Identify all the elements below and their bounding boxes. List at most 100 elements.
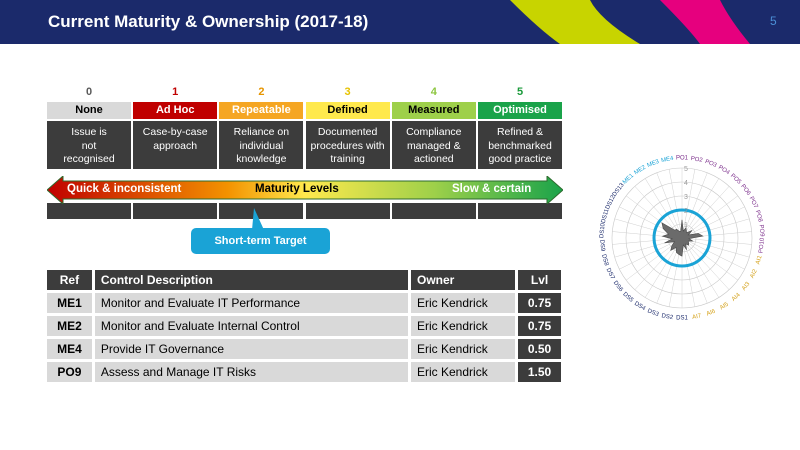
row-description: Monitor and Evaluate IT Performance — [91, 293, 408, 313]
slide-header: Current Maturity & Ownership (2017-18) 5 — [0, 0, 800, 44]
level-number: 1 — [172, 86, 179, 98]
level-lower-band — [133, 203, 218, 219]
radar-axis-label: PO7 — [748, 196, 759, 210]
level-description-line: Case-by-case — [142, 126, 208, 138]
radar-axis-label: PO5 — [729, 173, 742, 186]
level-description-line: actioned — [413, 153, 454, 165]
radar-spoke — [656, 172, 683, 239]
magenta-swoosh — [660, 0, 750, 44]
level-name: None — [47, 102, 131, 119]
radar-axis-label: DS9 — [598, 239, 605, 252]
maturity-arrow: Quick & inconsistent Maturity Levels Slo… — [46, 174, 564, 206]
header-owner: Owner — [408, 270, 516, 290]
row-ref: ME4 — [47, 339, 92, 359]
row-ref: ME1 — [47, 293, 92, 313]
radar-axis-label: AI7 — [692, 313, 703, 321]
radar-axis-label: AI6 — [706, 308, 717, 317]
radar-axis-label: AI2 — [749, 268, 759, 279]
arrow-left-label: Quick & inconsistent — [67, 183, 182, 195]
radar-axis-label: AI4 — [731, 292, 742, 303]
level-number: 5 — [516, 86, 524, 98]
level-description-line: individual — [239, 139, 284, 152]
header-decoration — [510, 0, 750, 44]
radar-axis-label: DS6 — [612, 280, 624, 293]
radar-axis-label: PO9 — [758, 224, 765, 237]
radar-axis-label: DS8 — [600, 254, 609, 268]
row-owner: Eric Kendrick — [408, 316, 516, 336]
radar-axis-label: DS10 — [599, 222, 606, 238]
row-owner: Eric Kendrick — [408, 293, 516, 313]
radar-spoke — [644, 178, 683, 239]
radar-axis-label: ME2 — [633, 164, 647, 176]
radar-axis-label: DS7 — [605, 267, 616, 281]
row-owner: Eric Kendrick — [408, 362, 516, 382]
level-number: 4 — [430, 86, 437, 98]
level-description-line: training — [330, 153, 365, 165]
radar-axis-label: AI1 — [755, 254, 763, 265]
radar-tick-label: 3 — [684, 194, 688, 201]
radar-spoke — [681, 237, 696, 307]
radar-axis-label: ME3 — [646, 159, 660, 169]
header-description: Control Description — [91, 270, 408, 290]
page-number: 5 — [770, 14, 777, 28]
radar-axis-label: PO4 — [717, 165, 731, 177]
level-lower-band — [47, 203, 131, 219]
level-lower-band — [391, 203, 476, 219]
radar-axis-label: DS1 — [676, 316, 688, 322]
radar-tick-label: 1 — [684, 222, 688, 229]
radar-tick-label: 5 — [684, 166, 688, 173]
level-description-line: Refined & — [496, 126, 544, 138]
level-description-line: benchmarked — [488, 139, 552, 152]
level-description-line: Reliance on — [233, 126, 290, 138]
header-level: Lvl — [515, 270, 561, 290]
level-lower-band — [219, 203, 304, 219]
radar-axis-label: PO1 — [676, 156, 689, 162]
header-ref: Ref — [47, 270, 92, 290]
level-description-line: approach — [153, 139, 198, 152]
level-description-line: procedures with — [310, 139, 385, 152]
radar-spoke — [681, 178, 720, 239]
row-ref: PO9 — [47, 362, 92, 382]
radar-spoke — [668, 169, 683, 239]
level-description-line: good practice — [488, 153, 552, 165]
radar-tick-label: 2 — [684, 208, 688, 215]
radar-axis-label: ME1 — [622, 173, 636, 186]
radar-spoke — [619, 237, 683, 270]
radar-spoke — [681, 169, 696, 239]
row-description: Monitor and Evaluate Internal Control — [91, 316, 408, 336]
level-description-line: Compliance — [406, 126, 462, 138]
level-number: 0 — [85, 86, 93, 98]
row-level: 1.50 — [515, 362, 561, 382]
radar-spoke — [681, 237, 739, 281]
level-name: Defined — [305, 102, 390, 119]
level-name: Repeatable — [219, 102, 304, 119]
level-lower-band — [305, 203, 390, 219]
level-name: Measured — [391, 102, 476, 119]
radar-axis-label: PO2 — [690, 156, 704, 164]
row-level: 0.50 — [515, 339, 561, 359]
short-term-target-callout: Short-term Target — [191, 228, 330, 254]
row-description: Provide IT Governance — [91, 339, 408, 359]
radar-target-ring — [652, 208, 712, 268]
radar-axis-label: DS3 — [646, 308, 660, 318]
radar-axis-label: AI5 — [719, 301, 730, 311]
radar-spoke — [681, 237, 720, 298]
radar-spoke — [634, 186, 683, 239]
radar-axis-label: DS2 — [661, 313, 674, 321]
radar-spoke — [681, 237, 730, 290]
row-level: 0.75 — [515, 316, 561, 336]
radar-axis-label: PO3 — [704, 159, 718, 169]
level-description-line: Issue is — [71, 126, 107, 138]
radar-axis-label: DS5 — [621, 291, 634, 304]
level-number: 3 — [344, 86, 351, 98]
